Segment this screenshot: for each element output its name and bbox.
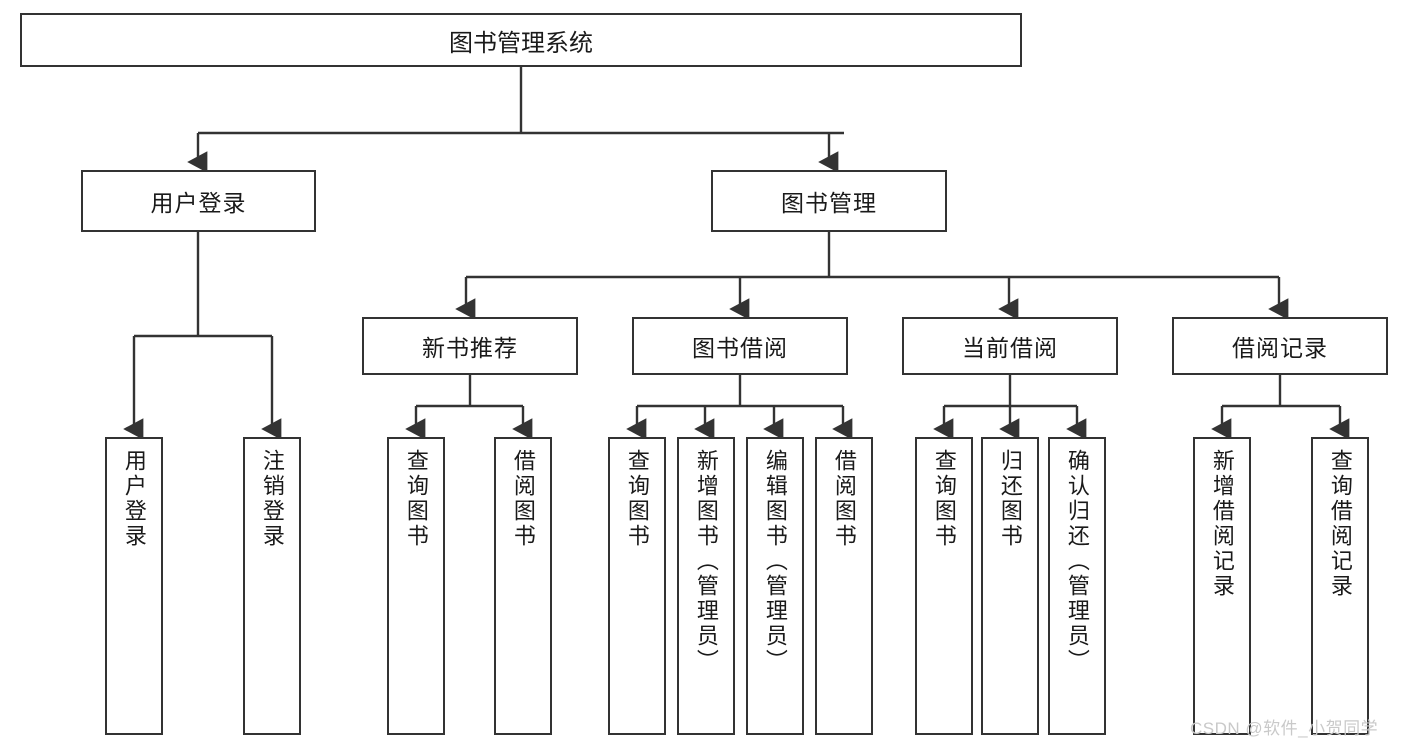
node-label: 查询图书 — [931, 449, 957, 549]
node-label: 图书管理系统 — [449, 29, 593, 57]
node-label: 编辑图书（管理员） — [762, 449, 788, 674]
leaf-borrow-borrow-book[interactable]: 借阅图书 — [815, 437, 873, 735]
node-label: 借阅图书 — [510, 449, 536, 549]
leaf-user-login-signin[interactable]: 用户登录 — [105, 437, 163, 735]
leaf-recommend-query-book[interactable]: 查询图书 — [387, 437, 445, 735]
node-label: 借阅图书 — [831, 449, 857, 549]
node-label: 新增图书（管理员） — [693, 449, 719, 674]
node-label: 查询图书 — [403, 449, 429, 549]
node-label: 确认归还（管理员） — [1064, 449, 1090, 674]
leaf-current-confirm-return-admin[interactable]: 确认归还（管理员） — [1048, 437, 1106, 735]
leaf-user-login-signout[interactable]: 注销登录 — [243, 437, 301, 735]
watermark: CSDN @软件_小贺同学 — [1190, 719, 1379, 738]
leaf-borrow-edit-book-admin[interactable]: 编辑图书（管理员） — [746, 437, 804, 735]
node-label: 注销登录 — [259, 449, 285, 549]
leaf-record-add-record[interactable]: 新增借阅记录 — [1193, 437, 1251, 735]
leaf-current-query-book[interactable]: 查询图书 — [915, 437, 973, 735]
node-label: 查询图书 — [624, 449, 650, 549]
node-label: 查询借阅记录 — [1327, 449, 1353, 599]
node-label: 借阅记录 — [1232, 335, 1328, 361]
node-label: 用户登录 — [150, 190, 247, 216]
leaf-recommend-borrow-book[interactable]: 借阅图书 — [494, 437, 552, 735]
node-label: 图书管理 — [781, 190, 877, 216]
node-user-login[interactable]: 用户登录 — [81, 170, 316, 232]
node-root-system[interactable]: 图书管理系统 — [20, 13, 1022, 67]
node-label: 当前借阅 — [962, 335, 1058, 361]
node-label: 新增借阅记录 — [1209, 449, 1235, 599]
leaf-borrow-query-book[interactable]: 查询图书 — [608, 437, 666, 735]
node-label: 图书借阅 — [692, 335, 788, 361]
node-current-borrow[interactable]: 当前借阅 — [902, 317, 1118, 375]
node-label: 用户登录 — [121, 449, 147, 549]
node-label: 归还图书 — [997, 449, 1023, 549]
node-new-book-recommend[interactable]: 新书推荐 — [362, 317, 578, 375]
leaf-borrow-add-book-admin[interactable]: 新增图书（管理员） — [677, 437, 735, 735]
node-book-management[interactable]: 图书管理 — [711, 170, 947, 232]
node-book-borrow[interactable]: 图书借阅 — [632, 317, 848, 375]
leaf-current-return-book[interactable]: 归还图书 — [981, 437, 1039, 735]
node-label: 新书推荐 — [422, 335, 518, 361]
node-borrow-record[interactable]: 借阅记录 — [1172, 317, 1388, 375]
leaf-record-query-record[interactable]: 查询借阅记录 — [1311, 437, 1369, 735]
